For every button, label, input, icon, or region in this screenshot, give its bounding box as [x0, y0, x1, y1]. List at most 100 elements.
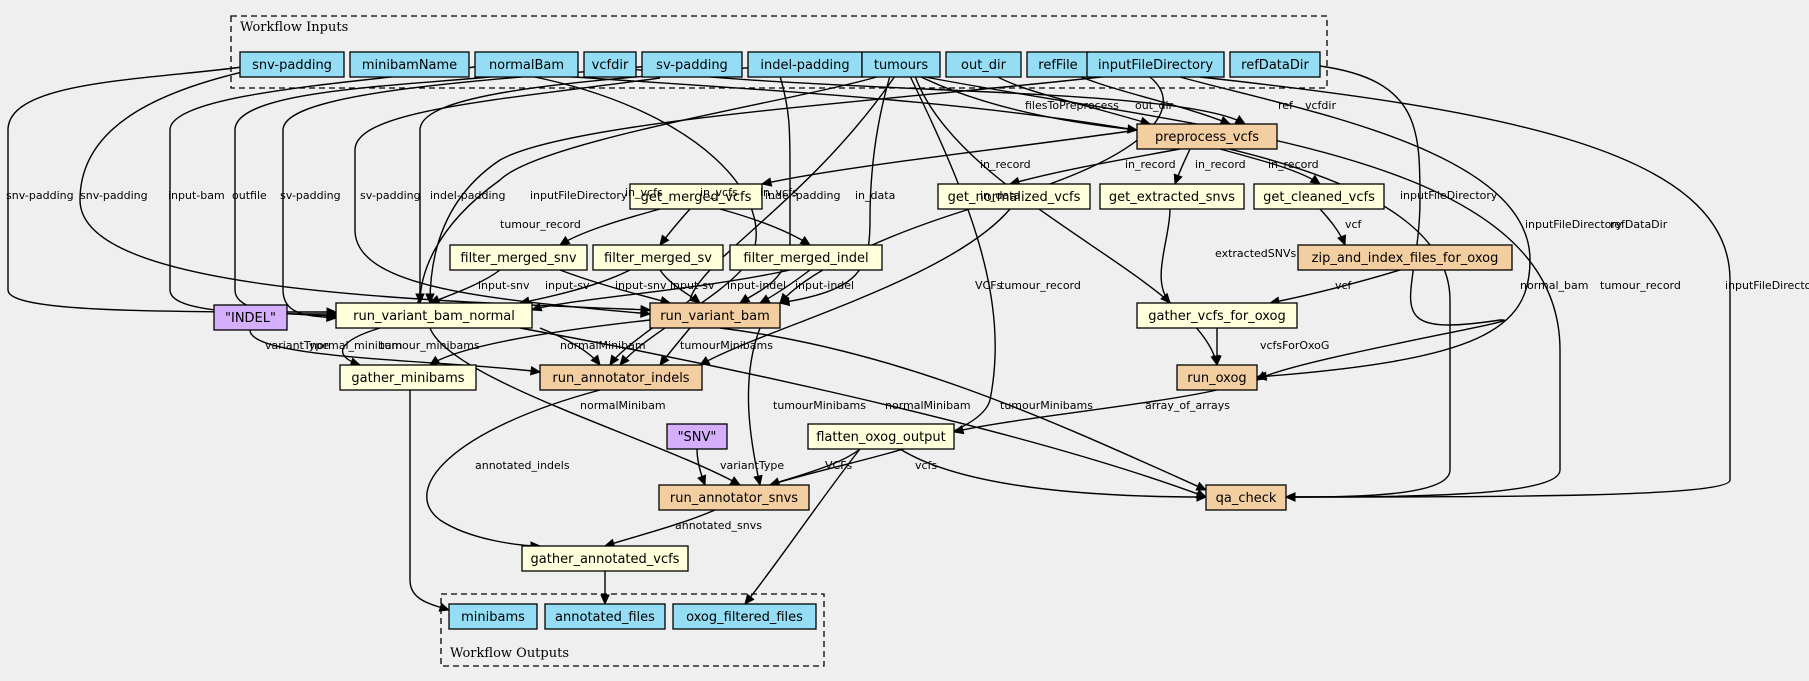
edge-label: vcf — [1335, 279, 1353, 292]
node-in_refDataDir[interactable]: refDataDir — [1229, 51, 1321, 78]
node-const_snv[interactable]: "SNV" — [666, 423, 728, 450]
edge-line — [519, 327, 1207, 498]
edge-line — [1009, 148, 1181, 185]
node-run_variant_bam_normal[interactable]: run_variant_bam_normal — [335, 302, 533, 329]
edge-preprocess_vcfs-to-get_cleaned_vcfs — [1219, 148, 1322, 185]
constant-box — [213, 304, 288, 331]
node-label: flatten_oxog_output — [816, 430, 946, 445]
workflow-inputs-cluster — [230, 15, 1328, 89]
edge-label: indel-padding — [765, 189, 841, 202]
node-gather_vcfs_for_oxog[interactable]: gather_vcfs_for_oxog — [1136, 302, 1298, 329]
edge-label: annotated_indels — [475, 459, 570, 472]
edge-line — [1160, 208, 1171, 304]
node-in_refFile[interactable]: refFile — [1026, 51, 1090, 78]
input-box — [239, 51, 345, 78]
node-in_indel_padding[interactable]: indel-padding — [747, 51, 863, 78]
edge-label: inputFileDirectory — [1525, 218, 1623, 231]
node-label: snv-padding — [252, 58, 332, 73]
edge-arrowhead — [1212, 355, 1222, 367]
edge-line — [419, 75, 881, 304]
edge-preprocess_vcfs-to-get_merged_vcfs — [760, 129, 1138, 187]
edge-arrowhead — [590, 354, 601, 366]
edge-arrowhead — [1309, 174, 1322, 185]
edge-label: tumour_record — [1000, 279, 1081, 292]
node-label: indel-padding — [760, 58, 849, 73]
edge-get_cleaned_vcfs-to-zip_and_index — [1319, 208, 1347, 247]
node-in_out_dir[interactable]: out_dir — [945, 51, 1022, 78]
edge-line — [899, 65, 1138, 131]
edge-arrowhead — [529, 366, 542, 376]
node-gather_annotated_vcfs[interactable]: gather_annotated_vcfs — [521, 545, 689, 572]
edge-arrowhead — [729, 476, 742, 486]
node-label: filter_merged_snv — [460, 251, 577, 266]
node-in_snv_padding[interactable]: snv-padding — [239, 51, 345, 78]
node-label: refFile — [1038, 58, 1077, 73]
edge-filter_merged_sv-to-run_variant_bam — [659, 269, 701, 304]
node-label: zip_and_index_files_for_oxog — [1312, 251, 1499, 266]
node-const_indel[interactable]: "INDEL" — [213, 304, 288, 331]
edge-label: array_of_arrays — [1145, 399, 1230, 412]
edge-arrowhead — [640, 308, 652, 318]
step-box — [339, 364, 477, 391]
node-filter_merged_sv[interactable]: filter_merged_sv — [592, 244, 724, 271]
edge-arrowhead — [1337, 234, 1347, 247]
node-in_inputFileDirectory[interactable]: inputFileDirectory — [1086, 51, 1225, 78]
node-gather_minibams[interactable]: gather_minibams — [339, 364, 477, 391]
edge-line — [919, 75, 1561, 498]
step-box — [592, 244, 724, 271]
node-run_variant_bam[interactable]: run_variant_bam — [649, 302, 781, 329]
node-in_tumours[interactable]: tumours — [861, 51, 941, 78]
subworkflow-box — [649, 302, 781, 329]
node-qa_check[interactable]: qa_check — [1205, 484, 1287, 511]
edge-arrowhead — [326, 312, 338, 323]
edge-label: variantType — [720, 459, 784, 472]
node-run_oxog[interactable]: run_oxog — [1176, 364, 1258, 391]
node-in_normalBam[interactable]: normalBam — [474, 51, 579, 78]
edge-run_oxog-to-flatten_oxog_output — [952, 389, 1218, 435]
node-get_extracted_snvs[interactable]: get_extracted_snvs — [1099, 183, 1245, 210]
workflow-inputs-title: Workflow Inputs — [240, 20, 348, 35]
edge-in_sv_padding-to-run_variant_bam — [354, 77, 661, 318]
edge-arrowhead — [1255, 370, 1268, 381]
edge-label: inputFileDirectory — [1725, 279, 1809, 292]
node-run_annotator_indels[interactable]: run_annotator_indels — [539, 364, 703, 391]
constant-box — [666, 423, 728, 450]
node-zip_and_index[interactable]: zip_and_index_files_for_oxog — [1297, 244, 1513, 271]
node-label: get_cleaned_vcfs — [1263, 190, 1375, 205]
node-get_normalized_vcfs[interactable]: get_normalized_vcfs — [937, 183, 1091, 210]
edge-run_variant_bam-to-run_annotator_indels — [659, 327, 691, 366]
node-label: annotated_files — [555, 610, 655, 625]
node-label: vcfdir — [592, 58, 629, 73]
node-get_merged_vcfs[interactable]: get_merged_vcfs — [629, 183, 763, 210]
edge-line — [739, 75, 791, 304]
node-filter_merged_indel[interactable]: filter_merged_indel — [729, 244, 883, 271]
edge-arrowhead — [738, 293, 751, 304]
node-get_cleaned_vcfs[interactable]: get_cleaned_vcfs — [1253, 183, 1385, 210]
node-out_minibams[interactable]: minibams — [448, 603, 538, 630]
node-in_minibamName[interactable]: minibamName — [349, 51, 470, 78]
node-run_annotator_snvs[interactable]: run_annotator_snvs — [658, 484, 810, 511]
edge-line — [779, 75, 891, 304]
node-label: out_dir — [961, 58, 1007, 73]
node-flatten_oxog_output[interactable]: flatten_oxog_output — [807, 423, 955, 450]
node-in_vcfdir[interactable]: vcfdir — [583, 51, 637, 78]
node-in_sv_padding[interactable]: sv-padding — [641, 51, 743, 78]
edge-line — [1269, 269, 1401, 304]
node-label: refDataDir — [1241, 58, 1309, 73]
edge-label: normalMinibam — [560, 339, 646, 352]
node-out_annotated_files[interactable]: annotated_files — [544, 603, 666, 630]
node-out_oxog_filtered_files[interactable]: oxog_filtered_files — [672, 603, 817, 630]
edge-arrowhead — [1160, 292, 1171, 304]
node-label: minibams — [461, 610, 525, 625]
node-label: run_oxog — [1187, 371, 1246, 386]
edge-get_merged_vcfs-to-filter_merged_snv — [558, 208, 661, 246]
edge-arrowhead — [1219, 116, 1232, 125]
node-label: minibamName — [362, 58, 457, 73]
node-filter_merged_snv[interactable]: filter_merged_snv — [449, 244, 588, 271]
node-preprocess_vcfs[interactable]: preprocess_vcfs — [1136, 123, 1278, 150]
edge-label: snv-padding — [6, 189, 74, 202]
edge-arrowhead — [697, 474, 707, 487]
step-box — [729, 244, 883, 271]
